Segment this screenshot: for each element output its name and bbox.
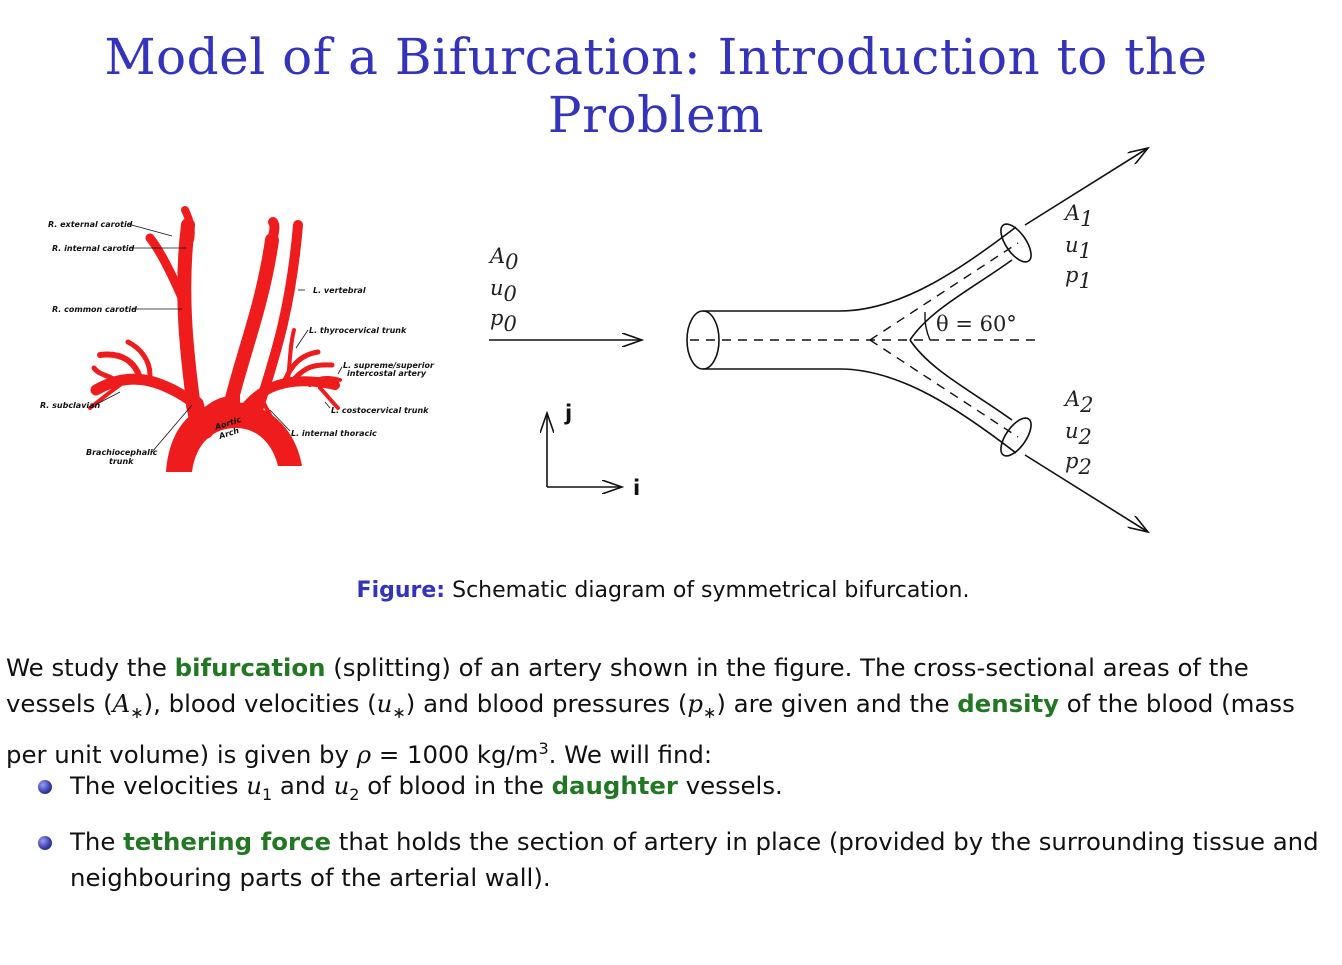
centerlines bbox=[690, 242, 1038, 438]
para-text: of the blood (mass per unit volume) is g… bbox=[6, 689, 1295, 769]
label-l-intercostal: intercostal artery bbox=[347, 369, 427, 378]
outlet1-pressure: p1 bbox=[1065, 263, 1092, 293]
math-sub: ∗ bbox=[703, 702, 717, 722]
outlet1-arrow bbox=[1024, 148, 1148, 226]
label-r-internal-carotid: R. internal carotid bbox=[52, 244, 135, 253]
highlight-tethering-force: tethering force bbox=[123, 826, 331, 856]
outlet2-arrow bbox=[1024, 454, 1148, 532]
para-text: . We will find: bbox=[548, 740, 713, 769]
math-sub: 1 bbox=[261, 784, 273, 804]
outlet2-area: A2 bbox=[1063, 387, 1094, 417]
math-u: u bbox=[333, 771, 350, 800]
vessel-outline bbox=[686, 223, 1032, 457]
bullet-text: The velocities bbox=[70, 771, 247, 800]
outlet2-pressure: p2 bbox=[1065, 449, 1092, 479]
bullet-text: The bbox=[70, 826, 124, 856]
highlight-bifurcation: bifurcation bbox=[174, 653, 326, 682]
para-text: We study the bbox=[6, 653, 175, 682]
para-text: ) and blood pressures ( bbox=[405, 689, 688, 718]
angle-label: θ = 60° bbox=[936, 312, 1017, 336]
label-l-thyrocervical: L. thyrocervical trunk bbox=[309, 326, 407, 335]
bifurcation-schematic: A0 u0 p0 j i bbox=[488, 148, 1148, 532]
bullet-list: The velocities u1 and u2 of blood in the… bbox=[34, 768, 1324, 907]
math-sub: 2 bbox=[349, 784, 360, 804]
axis-j-label: j bbox=[564, 401, 572, 425]
para-text: ), blood velocities ( bbox=[143, 689, 377, 718]
bullet-icon bbox=[38, 780, 52, 794]
bullet-icon bbox=[38, 835, 52, 850]
outlet1-area: A1 bbox=[1063, 201, 1094, 231]
bullet-text: that holds the section of artery in plac… bbox=[70, 826, 1319, 892]
label-r-common-carotid: R. common carotid bbox=[52, 305, 137, 314]
label-brachiocephalic-trunk: trunk bbox=[109, 457, 134, 466]
math-u: u bbox=[376, 689, 393, 718]
label-l-internal-thoracic: L. internal thoracic bbox=[291, 429, 377, 438]
axis-i-label: i bbox=[633, 476, 640, 500]
angle-arc bbox=[924, 311, 931, 341]
highlight-daughter: daughter bbox=[551, 771, 678, 800]
label-brachiocephalic: Brachiocephalic bbox=[86, 448, 158, 457]
label-r-external-carotid: R. external carotid bbox=[48, 220, 133, 229]
label-l-supreme: L. supreme/superior bbox=[343, 361, 435, 370]
math-exp: 3 bbox=[538, 738, 549, 758]
intro-paragraph: We study the bifurcation (splitting) of … bbox=[6, 650, 1331, 773]
caption-text: Schematic diagram of symmetrical bifurca… bbox=[445, 578, 970, 603]
figure: R. external carotid R. internal carotid … bbox=[0, 130, 1342, 550]
inlet-pressure: p0 bbox=[490, 306, 517, 336]
math-sub: ∗ bbox=[130, 702, 144, 722]
label-r-subclavian: R. subclavian bbox=[40, 401, 101, 410]
math-rho: ρ bbox=[356, 740, 372, 769]
bullet-text: vessels. bbox=[677, 771, 783, 800]
para-text: = 1000 kg/m bbox=[371, 740, 539, 769]
list-item: The velocities u1 and u2 of blood in the… bbox=[34, 768, 1324, 813]
aortic-arch-illustration: R. external carotid R. internal carotid … bbox=[40, 206, 435, 472]
bullet-text: of blood in the bbox=[359, 771, 552, 800]
outlet1-velocity: u1 bbox=[1065, 233, 1092, 263]
figure-caption: Figure: Schematic diagram of symmetrical… bbox=[0, 578, 1326, 603]
highlight-density: density bbox=[957, 689, 1060, 718]
slide-title: Model of a Bifurcation: Introduction to … bbox=[104, 28, 1208, 144]
caption-label: Figure: bbox=[356, 578, 446, 603]
outlet2-velocity: u2 bbox=[1065, 419, 1092, 449]
figure-svg: R. external carotid R. internal carotid … bbox=[40, 130, 1342, 550]
label-l-vertebral: L. vertebral bbox=[313, 286, 366, 295]
math-sub: ∗ bbox=[392, 702, 406, 722]
math-u: u bbox=[246, 771, 262, 800]
inlet-area: A0 bbox=[488, 244, 519, 274]
label-l-costocervical: L. costocervical trunk bbox=[331, 406, 429, 415]
inlet-velocity: u0 bbox=[490, 276, 517, 306]
list-item: The tethering force that holds the secti… bbox=[34, 824, 1324, 896]
bullet-text: and bbox=[272, 771, 334, 800]
para-text: (splitting) of an artery shown in the fi… bbox=[6, 653, 1249, 718]
math-a: A bbox=[112, 689, 131, 718]
math-p: p bbox=[687, 689, 703, 718]
para-text: ) are given and the bbox=[716, 689, 958, 718]
